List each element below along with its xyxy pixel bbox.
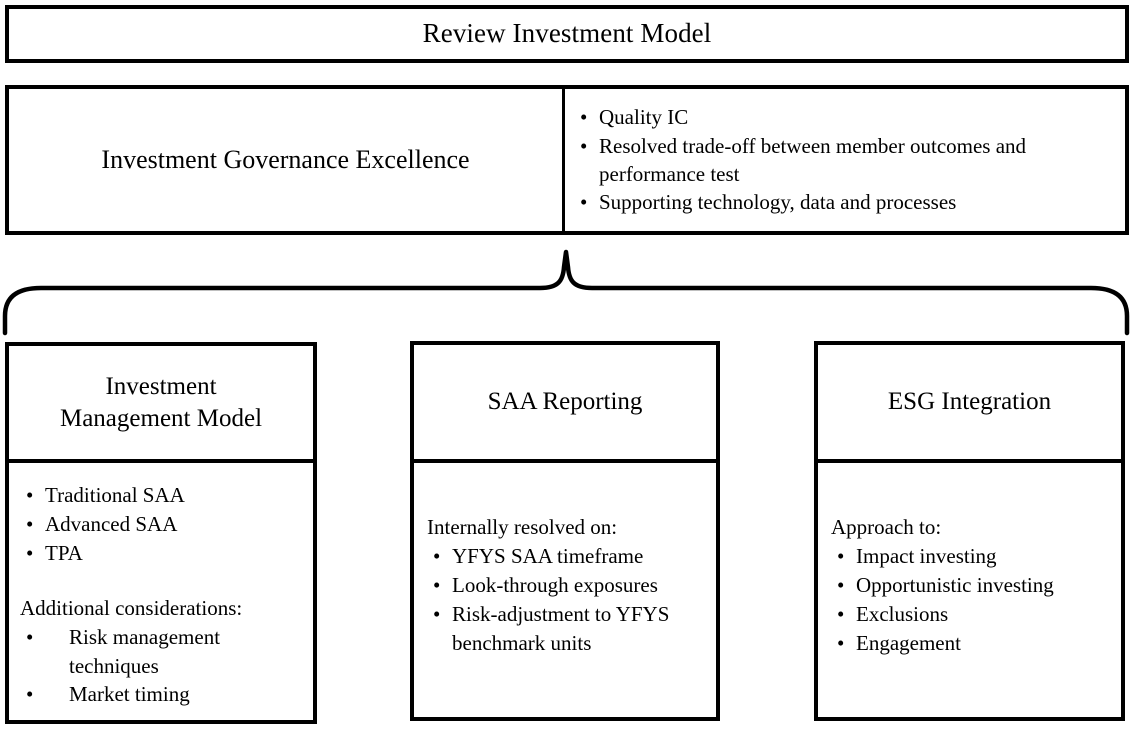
column-header: ESG Integration bbox=[818, 345, 1121, 463]
column-lead-text: Internally resolved on: bbox=[427, 515, 618, 539]
governance-box: Investment Governance Excellence • Quali… bbox=[5, 85, 1129, 235]
title-box: Review Investment Model bbox=[5, 5, 1129, 63]
column-body: Approach to: • Impact investing • Opport… bbox=[818, 463, 1121, 717]
list-item-label: Market timing bbox=[69, 682, 190, 707]
column-header: SAA Reporting bbox=[414, 345, 716, 463]
bullet-icon: • bbox=[580, 104, 588, 129]
bullet-icon: • bbox=[837, 544, 845, 569]
column-title: Investment Management Model bbox=[60, 371, 262, 434]
column-body: • Traditional SAA • Advanced SAA • TPA A… bbox=[9, 463, 313, 720]
list-item: • YFYS SAA timeframe bbox=[424, 542, 708, 571]
list-item: • Exclusions bbox=[828, 600, 1113, 629]
list-item-label: Look-through exposures bbox=[452, 573, 658, 598]
list-item: • Advanced SAA bbox=[17, 510, 305, 539]
column-box-esg-integration: ESG Integration Approach to: • Impact in… bbox=[814, 341, 1125, 721]
bullet-icon: • bbox=[580, 190, 588, 215]
column-bullet-list: • Impact investing • Opportunistic inves… bbox=[828, 542, 1113, 658]
bullet-icon: • bbox=[837, 573, 845, 598]
list-item-label: Supporting technology, data and processe… bbox=[599, 190, 957, 215]
bullet-icon: • bbox=[26, 483, 34, 507]
bullet-icon: • bbox=[837, 631, 845, 656]
list-item: • Risk management techniques bbox=[17, 623, 305, 680]
list-item: • Look-through exposures bbox=[424, 571, 708, 600]
bullet-icon: • bbox=[580, 133, 588, 158]
list-item: • Engagement bbox=[828, 629, 1113, 658]
governance-heading: Investment Governance Excellence bbox=[101, 145, 470, 175]
column-title-line1: Investment bbox=[105, 373, 217, 401]
curly-brace-icon bbox=[2, 249, 1130, 336]
column-title: SAA Reporting bbox=[487, 388, 643, 416]
list-spacer bbox=[17, 568, 305, 594]
brace-connector bbox=[0, 243, 1134, 338]
list-item-label: Exclusions bbox=[856, 602, 949, 627]
bullet-icon: • bbox=[26, 625, 34, 650]
column-box-investment-management-model: Investment Management Model • Traditiona… bbox=[5, 342, 317, 724]
list-item: • Resolved trade-off between member outc… bbox=[573, 133, 1109, 189]
column-sub-bullet-list: • Risk management techniques • Market ti… bbox=[17, 623, 305, 709]
column-lead-text: Approach to: bbox=[831, 515, 942, 539]
list-item: • Opportunistic investing bbox=[828, 571, 1113, 600]
list-item-label: Impact investing bbox=[856, 544, 997, 569]
list-item-label: YFYS SAA timeframe bbox=[452, 544, 644, 569]
list-item: • Risk-adjustment to YFYS benchmark unit… bbox=[424, 600, 708, 658]
column-title: ESG Integration bbox=[887, 388, 1052, 416]
list-item-label: Risk management techniques bbox=[69, 625, 221, 678]
list-item: • Market timing bbox=[17, 680, 305, 709]
list-item: • Impact investing bbox=[828, 542, 1113, 571]
column-header: Investment Management Model bbox=[9, 346, 313, 463]
list-item-label: Advanced SAA bbox=[45, 511, 178, 536]
bullet-icon: • bbox=[26, 682, 34, 707]
governance-bullet-list: • Quality IC • Resolved trade-off betwee… bbox=[573, 104, 1109, 219]
list-item-label: Quality IC bbox=[599, 104, 689, 129]
list-item-label: Traditional SAA bbox=[45, 483, 185, 507]
governance-points-cell: • Quality IC • Resolved trade-off betwee… bbox=[565, 89, 1125, 231]
page-title: Review Investment Model bbox=[422, 18, 712, 49]
governance-heading-cell: Investment Governance Excellence bbox=[9, 89, 565, 231]
list-item: • Traditional SAA bbox=[17, 481, 305, 510]
list-item-label: Opportunistic investing bbox=[856, 573, 1054, 598]
column-body: Internally resolved on: • YFYS SAA timef… bbox=[414, 463, 716, 717]
list-item: • Supporting technology, data and proces… bbox=[573, 189, 1109, 217]
bullet-icon: • bbox=[26, 511, 34, 536]
column-lead-text: Additional considerations: bbox=[20, 595, 243, 620]
column-bullet-list: • Traditional SAA • Advanced SAA • TPA bbox=[17, 481, 305, 568]
list-item-label: Resolved trade-off between member outcom… bbox=[599, 133, 1027, 186]
bullet-icon: • bbox=[26, 540, 34, 565]
list-item-label: Risk-adjustment to YFYS benchmark units bbox=[452, 602, 670, 656]
bullet-icon: • bbox=[837, 602, 845, 627]
column-box-saa-reporting: SAA Reporting Internally resolved on: • … bbox=[410, 341, 720, 721]
bullet-icon: • bbox=[433, 573, 441, 598]
column-bullet-list: • YFYS SAA timeframe • Look-through expo… bbox=[424, 542, 708, 658]
list-item: • Quality IC bbox=[573, 104, 1109, 132]
list-item-label: TPA bbox=[45, 540, 83, 565]
list-item: • TPA bbox=[17, 539, 305, 568]
bullet-icon: • bbox=[433, 544, 441, 569]
list-item-label: Engagement bbox=[856, 631, 961, 656]
bullet-icon: • bbox=[433, 602, 441, 627]
column-title-line2: Management Model bbox=[59, 404, 263, 432]
